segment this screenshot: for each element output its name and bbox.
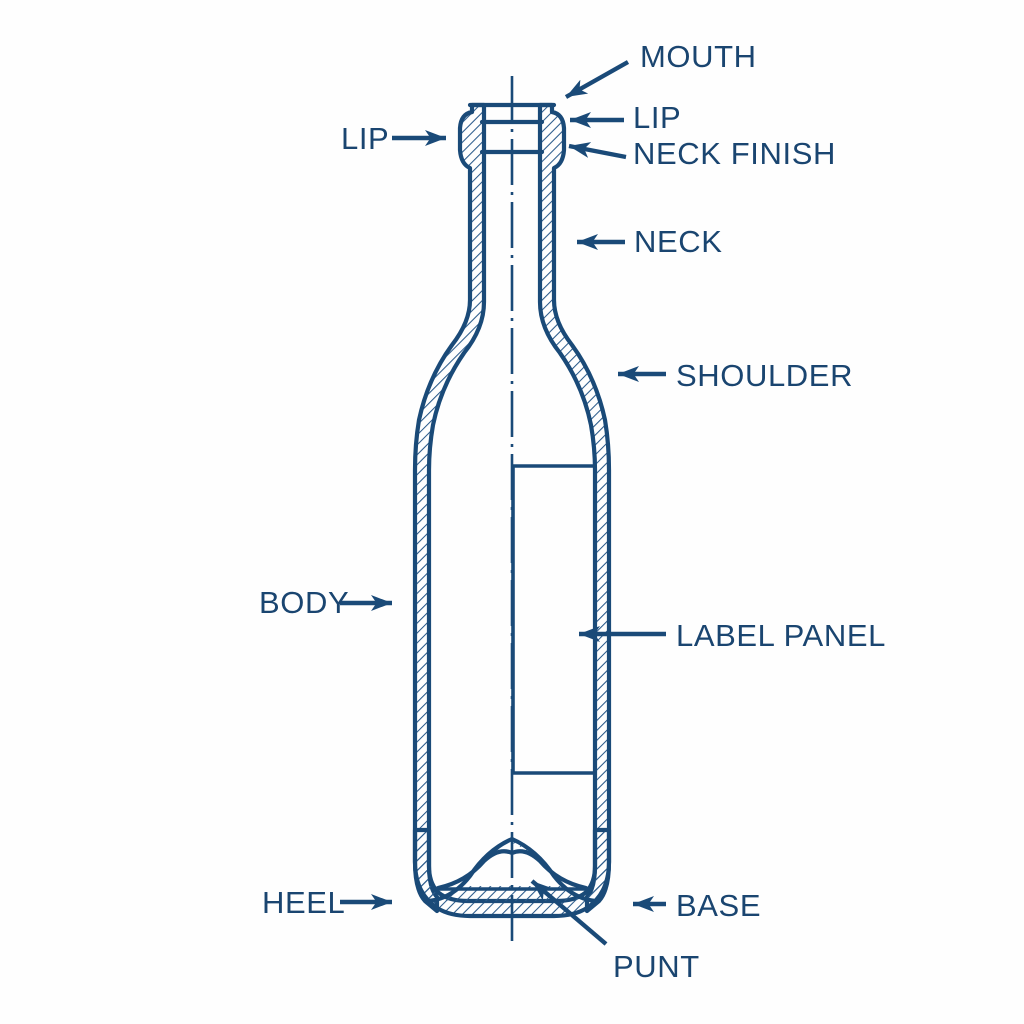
label-base: BASE: [676, 888, 762, 923]
label-shoulder: SHOULDER: [676, 358, 854, 393]
label-label-panel: LABEL PANEL: [676, 618, 886, 653]
label-mouth: MOUTH: [640, 39, 757, 74]
label-neck: NECK: [634, 224, 723, 259]
bottle-left-wall: [412, 102, 487, 914]
leader-punt: [530, 879, 608, 946]
label-punt: PUNT: [613, 949, 700, 984]
label-heel: HEEL: [262, 885, 346, 920]
label-neck-finish: NECK FINISH: [633, 136, 836, 171]
leader-mouth: [564, 60, 630, 99]
leader-lines-group: [340, 60, 666, 946]
label-lip-left: LIP: [341, 121, 390, 156]
bottle-right-wall: [537, 102, 612, 914]
leader-neck-finish: [568, 142, 627, 160]
bottle-outline-group: [412, 76, 612, 946]
label-lip-right: LIP: [633, 100, 682, 135]
label-panel-rect: [511, 464, 595, 775]
label-body: BODY: [259, 585, 350, 620]
